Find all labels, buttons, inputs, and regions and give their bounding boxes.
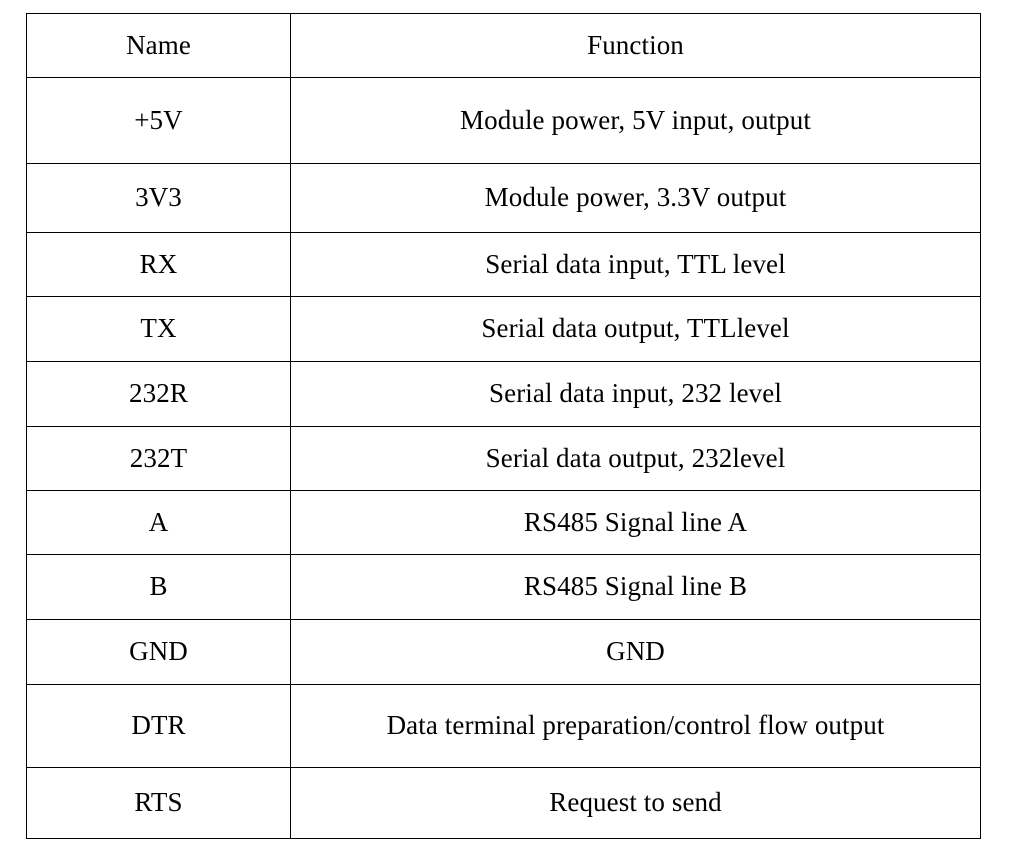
pin-name-label: +5V — [134, 104, 183, 135]
table-row: B RS485 Signal line B — [26, 554, 981, 620]
pin-name-label: DTR — [131, 710, 186, 741]
cell-function: Module power, 3.3V output — [290, 163, 981, 233]
pin-function-table: Name Function +5V Module power, 5V input… — [26, 13, 981, 839]
pin-name-label: 232R — [129, 378, 188, 409]
pin-function-label: Request to send — [549, 787, 722, 818]
cell-function: Serial data input, 232 level — [290, 361, 981, 427]
cell-function: RS485 Signal line A — [290, 490, 981, 555]
pin-function-label: Serial data output, 232level — [485, 442, 786, 473]
cell-function: Request to send — [290, 767, 981, 839]
pin-name-label: 232T — [129, 442, 188, 473]
table-row: RTS Request to send — [26, 767, 981, 839]
column-header-name-label: Name — [126, 29, 191, 60]
cell-name: 232T — [26, 426, 291, 491]
cell-name: +5V — [26, 77, 291, 164]
cell-function: RS485 Signal line B — [290, 554, 981, 620]
table-row: DTR Data terminal preparation/control fl… — [26, 684, 981, 768]
pin-function-label: GND — [606, 636, 665, 667]
cell-name: DTR — [26, 684, 291, 768]
pin-function-label: Module power, 5V input, output — [460, 104, 811, 135]
cell-name: B — [26, 554, 291, 620]
pin-function-label: RS485 Signal line A — [523, 506, 748, 537]
pin-function-label: Serial data output, TTLlevel — [481, 313, 790, 344]
pin-name-label: B — [149, 571, 168, 602]
cell-function: Module power, 5V input, output — [290, 77, 981, 164]
cell-name: 232R — [26, 361, 291, 427]
pin-name-label: 3V3 — [135, 182, 182, 213]
column-header-function-label: Function — [587, 29, 684, 60]
cell-name: 3V3 — [26, 163, 291, 233]
cell-function: Serial data output, 232level — [290, 426, 981, 491]
cell-function: GND — [290, 619, 981, 685]
pin-name-label: TX — [140, 313, 177, 344]
column-header-function: Function — [290, 13, 981, 78]
cell-name: RX — [26, 232, 291, 297]
column-header-name: Name — [26, 13, 291, 78]
pin-name-label: RTS — [134, 787, 183, 818]
table-row: RX Serial data input, TTL level — [26, 232, 981, 297]
table-row: 3V3 Module power, 3.3V output — [26, 163, 981, 233]
pin-name-label: A — [148, 506, 169, 537]
cell-name: RTS — [26, 767, 291, 839]
pin-function-label: Data terminal preparation/control flow o… — [386, 710, 885, 741]
table-row: 232T Serial data output, 232level — [26, 426, 981, 491]
cell-name: TX — [26, 296, 291, 362]
pin-name-label: GND — [129, 636, 188, 667]
cell-function: Data terminal preparation/control flow o… — [290, 684, 981, 768]
table-row: A RS485 Signal line A — [26, 490, 981, 555]
pin-name-label: RX — [139, 248, 178, 279]
cell-function: Serial data input, TTL level — [290, 232, 981, 297]
table-row: TX Serial data output, TTLlevel — [26, 296, 981, 362]
cell-function: Serial data output, TTLlevel — [290, 296, 981, 362]
table-row: 232R Serial data input, 232 level — [26, 361, 981, 427]
table-header-row: Name Function — [26, 13, 981, 78]
pin-function-label: Serial data input, TTL level — [485, 248, 786, 279]
table-row: GND GND — [26, 619, 981, 685]
cell-name: GND — [26, 619, 291, 685]
pin-function-label: Serial data input, 232 level — [489, 378, 782, 409]
cell-name: A — [26, 490, 291, 555]
table-row: +5V Module power, 5V input, output — [26, 77, 981, 164]
pin-function-label: RS485 Signal line B — [523, 571, 748, 602]
pin-function-label: Module power, 3.3V output — [484, 182, 787, 213]
